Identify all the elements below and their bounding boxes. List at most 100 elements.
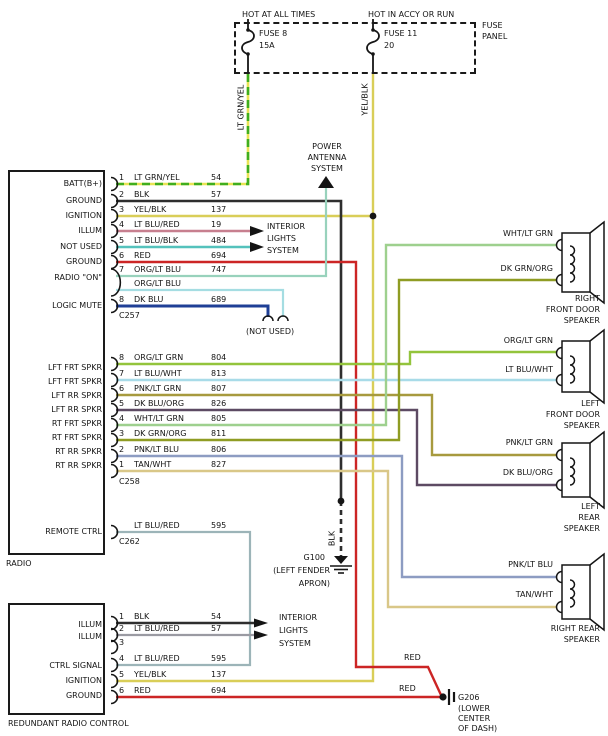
pin-number: 3 (119, 205, 125, 214)
connector-misc-brackets (110, 524, 119, 705)
interior-lights-label: INTERIOR (279, 613, 318, 622)
redundant-radio-control-label: REDUNDANT RADIO CONTROL (8, 719, 129, 728)
power-antenna-label: ANTENNA (307, 153, 347, 162)
wire-name: LT BLU/RED (134, 624, 180, 633)
g206-ground-symbol (447, 689, 456, 705)
speaker-name: SPEAKER (563, 421, 600, 430)
interior-lights-label: INTERIOR (267, 222, 306, 231)
wire-lt-grn-yel (116, 74, 250, 186)
wire-red-694 (116, 260, 443, 696)
speaker-wire-label: TAN/WHT (515, 590, 553, 599)
wire-name: LT BLU/RED (134, 521, 180, 530)
pin-function-label: RADIO "ON" (54, 273, 102, 282)
circuit-number: 811 (211, 429, 227, 438)
pin-number: 2 (119, 445, 125, 454)
circuit-number: 595 (211, 521, 227, 530)
pin-number: 5 (119, 236, 125, 245)
interior-lights-arrow (250, 226, 264, 236)
wire-pnk-lt-grn-807 (116, 393, 556, 457)
redundant-radio-control-box (8, 603, 105, 715)
circuit-number: 54 (211, 173, 222, 182)
wire-blk-g100 (116, 199, 343, 556)
speaker-name: REAR (578, 513, 600, 522)
speaker-name: FRONT DOOR (545, 410, 600, 419)
pin-function-label: GROUND (65, 691, 102, 700)
circuit-number: 57 (211, 190, 222, 199)
circuit-number: 694 (211, 251, 227, 260)
pin-number: 7 (119, 369, 125, 378)
yel-blk-vertical-label: YEL/BLK (360, 83, 370, 116)
pin-function-label: RT FRT SPKR (51, 419, 102, 428)
speaker-name: SPEAKER (563, 524, 600, 533)
pin-function-label: RT FRT SPKR (51, 433, 102, 442)
wire-dk-blu-689 (116, 304, 270, 317)
pin-number: 6 (119, 251, 125, 260)
connector-name-c262: C262 (119, 537, 140, 546)
circuit-number: 807 (211, 384, 227, 393)
pin-row: 5 YEL/BLK 137 (119, 670, 226, 679)
pin-number: 8 (119, 353, 125, 362)
speaker-name: SPEAKER (563, 316, 600, 325)
connector-c258-brackets (110, 356, 119, 479)
speaker-wire-label: ORG/LT GRN (503, 336, 553, 345)
wire-name: DK BLU/ORG (134, 399, 185, 408)
pin-function-label: RT RR SPKR (55, 447, 102, 456)
wire-name: LT GRN/YEL (134, 173, 180, 182)
speaker-wire-label: PNK/LT GRN (505, 438, 553, 447)
pin-function-label: LFT FRT SPKR (47, 363, 102, 372)
wire-yel-blk (116, 74, 375, 683)
fuse-11-symbol (366, 19, 380, 74)
fuse-panel-box (234, 22, 476, 74)
pin-number: 5 (119, 670, 125, 679)
not-used-label: (NOT USED) (246, 327, 295, 336)
wire-name: LT BLU/BLK (134, 236, 179, 245)
wire-name: DK BLU (134, 295, 164, 304)
pin-number: 2 (119, 190, 125, 199)
pin-number: 4 (119, 654, 125, 663)
circuit-number: 805 (211, 414, 227, 423)
radio-box (8, 170, 105, 555)
wire-dk-grn-org-811 (116, 278, 556, 442)
hot-at-all-times-label: HOT AT ALL TIMES (242, 10, 316, 19)
wire-name: PNK/LT GRN (134, 384, 182, 393)
speaker-wire-label: WHT/LT GRN (502, 229, 553, 238)
pin-row: 3 (119, 638, 134, 647)
pin-number: 1 (119, 460, 125, 469)
radio-box-label: RADIO (6, 559, 32, 568)
g206-location: CENTER (458, 714, 491, 723)
wire-name: YEL/BLK (134, 670, 167, 679)
connector-name-c257: C257 (119, 311, 140, 320)
red-wire-label: RED (404, 653, 421, 662)
fuse-panel-label: PANEL (482, 32, 508, 41)
circuit-number: 813 (211, 369, 227, 378)
circuit-number: 54 (211, 612, 222, 621)
interior-lights-label: SYSTEM (279, 639, 311, 648)
circuit-number: 137 (211, 670, 227, 679)
pin-function-label: ILLUM (78, 226, 102, 235)
interior-lights-arrow (254, 630, 268, 640)
fuse-panel-label: FUSE (482, 21, 503, 30)
g206-label: G206 (458, 693, 480, 702)
wire-org-lt-grn-804 (116, 350, 556, 366)
interior-lights-arrow (254, 618, 268, 628)
red-wire-label: RED (399, 684, 416, 693)
wire-name: YEL/BLK (134, 205, 167, 214)
pin-function-label: LFT RR SPKR (51, 391, 102, 400)
wire-name: RED (134, 251, 151, 260)
pin-function-label: RT RR SPKR (55, 461, 102, 470)
pin-number: 5 (119, 399, 125, 408)
wire-name: DK GRN/ORG (134, 429, 187, 438)
wire-wht-lt-grn-805 (116, 243, 556, 427)
fuse-11-label: FUSE 11 (384, 29, 418, 38)
